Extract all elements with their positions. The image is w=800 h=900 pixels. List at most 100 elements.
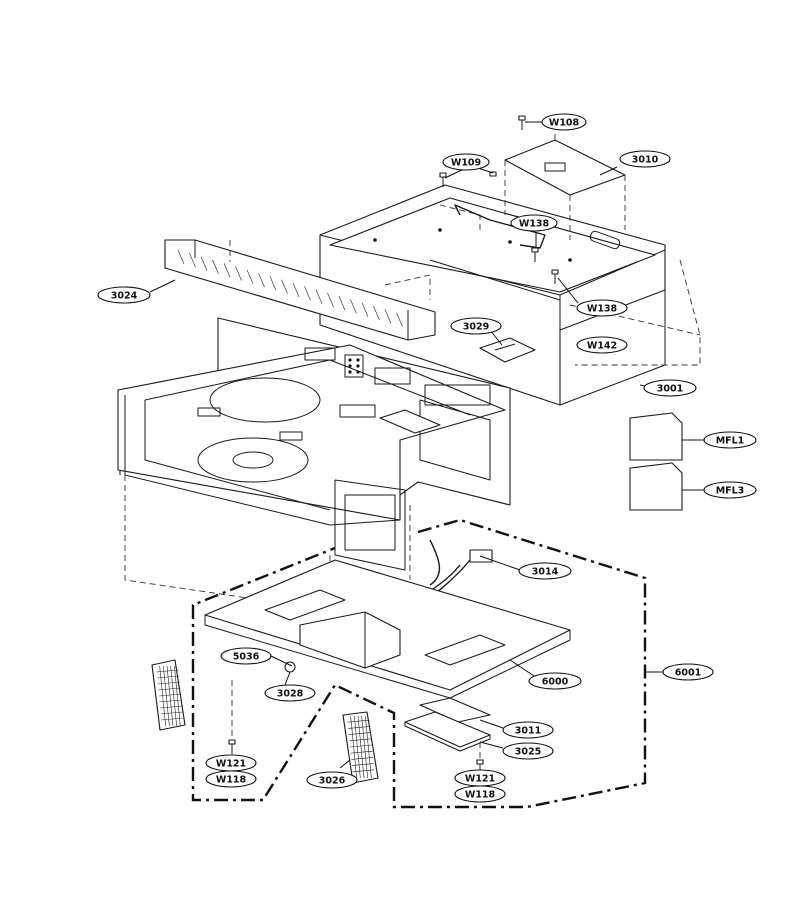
label-W121-left: W121: [216, 759, 246, 770]
label-MFL1: MFL1: [716, 436, 745, 447]
filter-mesh-line: [170, 665, 177, 727]
label-3014: 3014: [532, 567, 559, 578]
callout-W109: W109: [442, 153, 490, 171]
label-W142: W142: [587, 341, 617, 352]
keypad-dot: [356, 364, 360, 368]
bracket-3010: [504, 120, 626, 240]
grille-slot: [258, 272, 265, 288]
filter-3026: [342, 711, 379, 784]
grille-slot: [177, 249, 185, 265]
filter-mesh-line: [157, 675, 180, 679]
filter-mesh-line: [352, 769, 375, 773]
filter-mesh-line: [357, 715, 365, 779]
filter-mesh-line: [158, 687, 181, 691]
keypad-dot: [348, 358, 352, 362]
filter-mesh-line: [351, 763, 374, 766]
grille-slot: [315, 289, 323, 304]
keypad-dot: [356, 358, 360, 362]
filter-mesh-line: [350, 715, 357, 779]
label-3001: 3001: [657, 384, 683, 395]
callout-W138-upper: W138: [510, 214, 558, 232]
grille-slot: [281, 279, 288, 294]
label-W108: W108: [549, 118, 580, 129]
grille-slot: [292, 282, 300, 298]
callout-W142: W142: [576, 336, 628, 354]
callout-3025: 3025: [502, 742, 554, 760]
label-6001: 6001: [675, 668, 701, 679]
callout-MFL3: MFL3: [703, 481, 757, 499]
callout-5036: 5036: [220, 647, 272, 665]
grille-slot: [350, 299, 357, 314]
callout-W108: W108: [541, 113, 587, 131]
filter-mesh-line: [361, 715, 368, 779]
callout-W118-left: W118: [205, 770, 257, 788]
grille-slot: [235, 266, 242, 281]
callout-6001: 6001: [662, 663, 714, 681]
label-W138-upper: W138: [519, 219, 550, 230]
label-W118-right: W118: [465, 790, 496, 801]
filter-mesh-line: [347, 719, 370, 723]
plate-3029: [479, 337, 536, 363]
filter-mesh-line: [349, 744, 373, 748]
callout-W121-left: W121: [205, 754, 257, 772]
manual-mfl3: [629, 462, 683, 511]
screws: [228, 115, 559, 774]
filter-mesh-line: [160, 711, 183, 715]
label-3025: 3025: [515, 747, 541, 758]
grille-slot: [200, 256, 208, 271]
label-3010: 3010: [632, 155, 659, 166]
grille-slot: [304, 286, 311, 301]
filter-mesh-line: [163, 665, 170, 727]
callout-W118-right: W118: [454, 785, 506, 803]
filter-mesh-line: [159, 665, 166, 727]
grille-slot: [212, 259, 219, 275]
callout-3014: 3014: [518, 562, 572, 580]
keypad-dot: [348, 370, 352, 374]
filter-mesh-line: [161, 717, 184, 721]
grille-slot: [361, 302, 369, 317]
label-3026: 3026: [319, 776, 346, 787]
label-W109: W109: [451, 158, 481, 169]
filter-mesh-line: [365, 715, 372, 779]
filter-mesh-line: [158, 693, 182, 697]
callout-6000: 6000: [528, 672, 582, 690]
callout-W121-right: W121: [454, 769, 506, 787]
callout-3029: 3029: [450, 317, 502, 335]
outer-cabinet-3001: [319, 184, 701, 406]
callout-3011: 3011: [502, 721, 554, 739]
filter-left: [151, 659, 186, 731]
filter-mesh-line: [166, 665, 174, 727]
keypad-dot: [348, 364, 352, 368]
callout-3024: 3024: [97, 286, 151, 304]
bracket-3025: [404, 711, 491, 752]
filter-mesh-line: [351, 757, 374, 760]
label-W121-right: W121: [465, 774, 495, 785]
label-6000: 6000: [542, 677, 569, 688]
label-MFL3: MFL3: [716, 486, 745, 497]
assembly-boundary-6001: [191, 518, 647, 809]
label-3028: 3028: [277, 689, 304, 700]
grille-slot: [223, 263, 231, 278]
filter-mesh-line: [174, 665, 181, 727]
label-3029: 3029: [463, 322, 489, 333]
label-3011: 3011: [515, 726, 541, 737]
label-3024: 3024: [111, 291, 138, 302]
grille-slot: [189, 253, 196, 268]
filter-mesh-line: [348, 732, 371, 735]
callout-3010: 3010: [619, 150, 671, 168]
filter-mesh-line: [157, 681, 180, 685]
filter-mesh-line: [354, 715, 361, 779]
label-W138-lower: W138: [587, 304, 618, 315]
callout-MFL1: MFL1: [703, 431, 757, 449]
oven-cavity-chassis: [117, 317, 511, 611]
grille-slot: [384, 309, 392, 324]
grille-slot: [338, 296, 346, 311]
filter-mesh-line: [348, 726, 371, 729]
keypad-dot: [356, 370, 360, 374]
callout-3026: 3026: [306, 771, 358, 789]
manual-mfl1: [629, 412, 683, 461]
grille-slot: [327, 292, 334, 308]
vent-grille-3024: [164, 239, 436, 341]
